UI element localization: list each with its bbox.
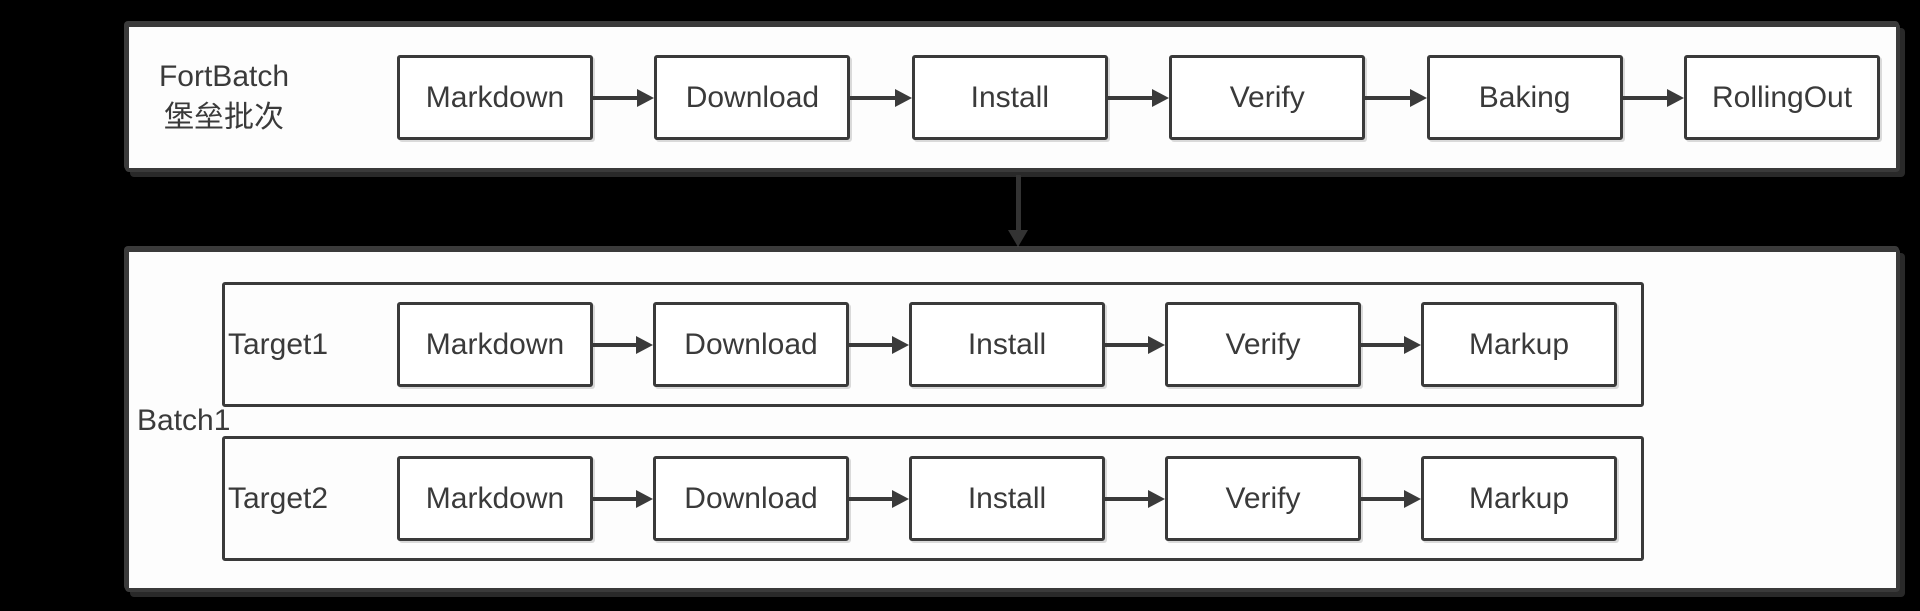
- target2-row: Target2 Markdown Download Install Verify…: [222, 436, 1644, 561]
- target2-node-markup: Markup: [1421, 456, 1617, 541]
- batch1-label: Batch1: [137, 404, 231, 437]
- target1-node-verify: Verify: [1165, 302, 1361, 387]
- target2-node-download: Download: [653, 456, 849, 541]
- target2-node-install: Install: [909, 456, 1105, 541]
- stage-node-verify: Verify: [1169, 55, 1366, 140]
- target2-node-markdown: Markdown: [397, 456, 593, 541]
- target1-node-download: Download: [653, 302, 849, 387]
- stage-node-rollingout: RollingOut: [1684, 55, 1881, 140]
- target1-label: Target1: [228, 327, 329, 361]
- arrow-right-icon: [1105, 489, 1165, 508]
- arrow-right-icon: [1361, 489, 1421, 508]
- target1-node-install: Install: [909, 302, 1105, 387]
- target2-label: Target2: [228, 481, 329, 515]
- fortbatch-title-en: FortBatch: [158, 60, 290, 93]
- target2-node-verify: Verify: [1165, 456, 1361, 541]
- arrow-right-icon: [1361, 335, 1421, 354]
- arrow-down-icon: [1006, 175, 1030, 247]
- arrow-right-icon: [1107, 88, 1170, 107]
- fortbatch-title-zh: 堡垒批次: [164, 100, 284, 134]
- target1-node-markdown: Markdown: [397, 302, 593, 387]
- fortbatch-flow: Markdown Download Install Verify Baking …: [397, 27, 1881, 168]
- arrow-right-icon: [849, 489, 909, 508]
- arrow-right-icon: [849, 335, 909, 354]
- stage-node-baking: Baking: [1426, 55, 1623, 140]
- batch1-rows: Target1 Markdown Download Install Verify…: [222, 282, 1644, 561]
- batch1-panel: Batch1 Target1 Markdown Download Install…: [125, 248, 1900, 592]
- arrow-right-icon: [850, 88, 912, 107]
- target1-node-markup: Markup: [1421, 302, 1617, 387]
- arrow-right-icon: [593, 489, 653, 508]
- fortbatch-panel: FortBatch 堡垒批次 Markdown Download Install…: [125, 23, 1900, 172]
- arrow-right-icon: [593, 335, 653, 354]
- target1-row: Target1 Markdown Download Install Verify…: [222, 282, 1644, 407]
- arrow-right-icon: [1105, 335, 1165, 354]
- arrow-right-icon: [593, 88, 655, 107]
- arrow-right-icon: [1622, 88, 1685, 107]
- fortbatch-title: FortBatch 堡垒批次: [129, 57, 319, 138]
- stage-node-markdown: Markdown: [397, 55, 593, 140]
- arrow-right-icon: [1365, 88, 1427, 107]
- stage-node-install: Install: [911, 55, 1108, 140]
- stage-node-download: Download: [654, 55, 851, 140]
